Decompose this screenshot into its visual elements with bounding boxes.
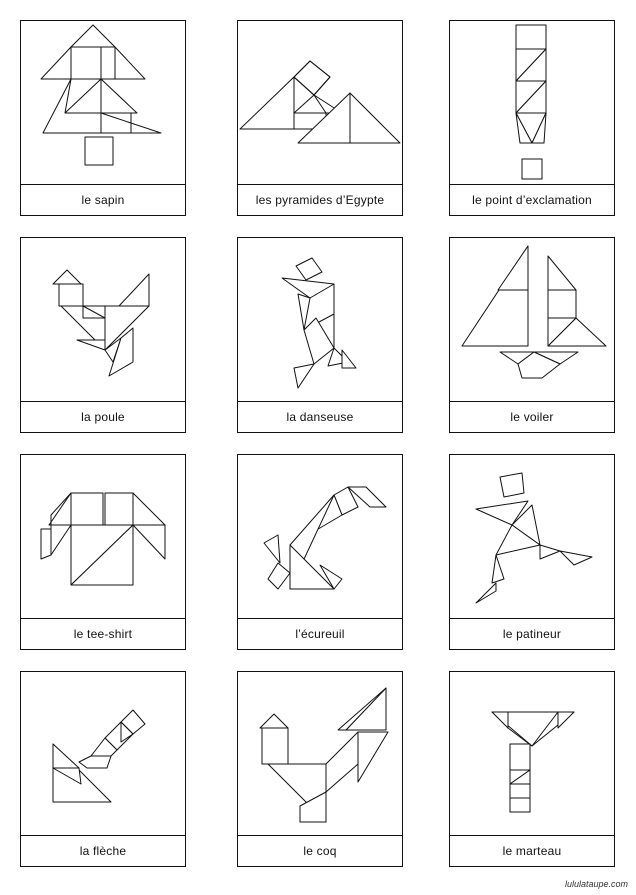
card-poule: la poule <box>20 237 186 433</box>
card-fleche: la flèche <box>20 671 186 867</box>
tangram-voilier-figure <box>461 245 607 379</box>
card-label: le coq <box>238 835 402 866</box>
tangram-coq-figure <box>259 687 389 823</box>
card-label: le voiler <box>450 401 614 432</box>
tangram-danseuse-figure <box>281 257 357 389</box>
card-label: le point d’exclamation <box>450 184 614 215</box>
card-marteau: le marteau <box>449 671 615 867</box>
tangram-poule-figure <box>52 269 150 377</box>
card-exclamation: le point d’exclamation <box>449 20 615 216</box>
card-label: la poule <box>21 401 185 432</box>
tangram-patineur-figure <box>475 472 593 604</box>
card-pyramides: les pyramides d’Egypte <box>237 20 403 216</box>
card-voilier: le voiler <box>449 237 615 433</box>
card-sapin: le sapin <box>20 20 186 216</box>
tangram-pyramides-figure <box>239 60 401 144</box>
card-label: le sapin <box>21 184 185 215</box>
card-label: le tee-shirt <box>21 618 185 649</box>
tangram-sapin-figure <box>40 24 162 166</box>
card-label: le patineur <box>450 618 614 649</box>
site-footer: lululataupe.com <box>564 879 628 889</box>
card-label: les pyramides d’Egypte <box>238 184 402 215</box>
tangram-fleche-figure <box>52 709 146 803</box>
tangram-marteau-figure <box>491 711 575 813</box>
card-danseuse: la danseuse <box>237 237 403 433</box>
tangram-ecureuil-figure <box>263 486 387 590</box>
card-coq: le coq <box>237 671 403 867</box>
tangram-tee-shirt-figure <box>40 492 166 586</box>
card-label: la flèche <box>21 835 185 866</box>
card-label: la danseuse <box>238 401 402 432</box>
card-patineur: le patineur <box>449 454 615 650</box>
tangram-exclamation-figure <box>515 24 547 180</box>
card-tee-shirt: le tee-shirt <box>20 454 186 650</box>
card-ecureuil: l’écureuil <box>237 454 403 650</box>
card-label: l’écureuil <box>238 618 402 649</box>
card-label: le marteau <box>450 835 614 866</box>
